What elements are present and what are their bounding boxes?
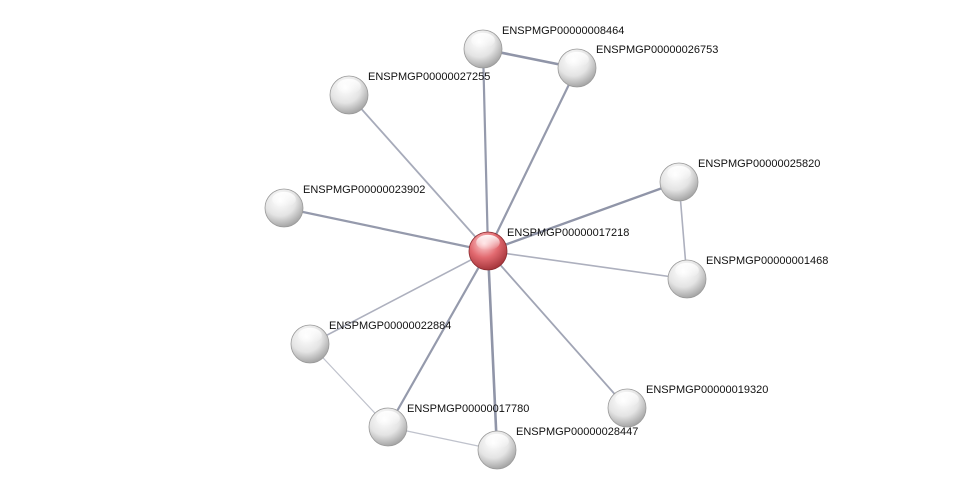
node-label: ENSPMGP00000017780: [407, 403, 529, 415]
node-label: ENSPMGP00000025820: [698, 158, 820, 170]
node-gloss: [476, 234, 500, 251]
edge-17218-26753[interactable]: [486, 66, 579, 253]
node-ENSPMGP00000017780[interactable]: ENSPMGP00000017780: [368, 403, 529, 447]
edge-17218-22884[interactable]: [309, 250, 489, 345]
node-gloss: [485, 433, 509, 450]
node-label: ENSPMGP00000027255: [368, 71, 490, 83]
node-gloss: [337, 78, 361, 95]
node-ENSPMGP00000022884[interactable]: ENSPMGP00000022884: [290, 320, 451, 364]
node-label: ENSPMGP00000026753: [596, 44, 718, 56]
node-ENSPMGP00000028447[interactable]: ENSPMGP00000028447: [477, 426, 638, 470]
node-gloss: [272, 191, 296, 208]
node-label: ENSPMGP00000028447: [516, 426, 638, 438]
edge-17218-25820[interactable]: [486, 180, 681, 253]
edge-17218-19320[interactable]: [487, 250, 628, 409]
node-label: ENSPMGP00000017218: [507, 227, 629, 239]
node-label: ENSPMGP00000022884: [329, 320, 451, 332]
edge-17218-08464[interactable]: [481, 47, 490, 253]
node-gloss: [615, 391, 639, 408]
node-ENSPMGP00000023902[interactable]: ENSPMGP00000023902: [264, 184, 425, 228]
node-ENSPMGP00000026753[interactable]: ENSPMGP00000026753: [557, 44, 718, 88]
node-label: ENSPMGP00000001468: [706, 255, 828, 267]
edge-17218-28447[interactable]: [486, 249, 499, 452]
node-ENSPMGP00000001468[interactable]: ENSPMGP00000001468: [667, 255, 828, 299]
node-ENSPMGP00000025820[interactable]: ENSPMGP00000025820: [659, 158, 820, 202]
node-ENSPMGP00000008464[interactable]: ENSPMGP00000008464: [463, 25, 624, 69]
edge-17218-17780[interactable]: [386, 249, 490, 429]
node-gloss: [298, 327, 322, 344]
node-label: ENSPMGP00000008464: [502, 25, 624, 37]
edge-17218-23902[interactable]: [282, 206, 490, 253]
edge-17218-27255[interactable]: [348, 94, 489, 252]
edge-17218-01468[interactable]: [487, 250, 688, 280]
node-label: ENSPMGP00000023902: [303, 184, 425, 196]
node-label: ENSPMGP00000019320: [646, 384, 768, 396]
node-gloss: [675, 262, 699, 279]
node-gloss: [471, 32, 495, 49]
nodes-layer: ENSPMGP00000017218 ENSPMGP00000008464ENSP…: [264, 25, 828, 470]
node-ENSPMGP00000019320[interactable]: ENSPMGP00000019320: [607, 384, 768, 428]
node-gloss: [565, 51, 589, 68]
node-gloss: [667, 165, 691, 182]
node-gloss: [376, 410, 400, 427]
node-ENSPMGP00000017218[interactable]: ENSPMGP00000017218: [468, 227, 629, 271]
node-ENSPMGP00000027255[interactable]: ENSPMGP00000027255: [329, 71, 490, 115]
